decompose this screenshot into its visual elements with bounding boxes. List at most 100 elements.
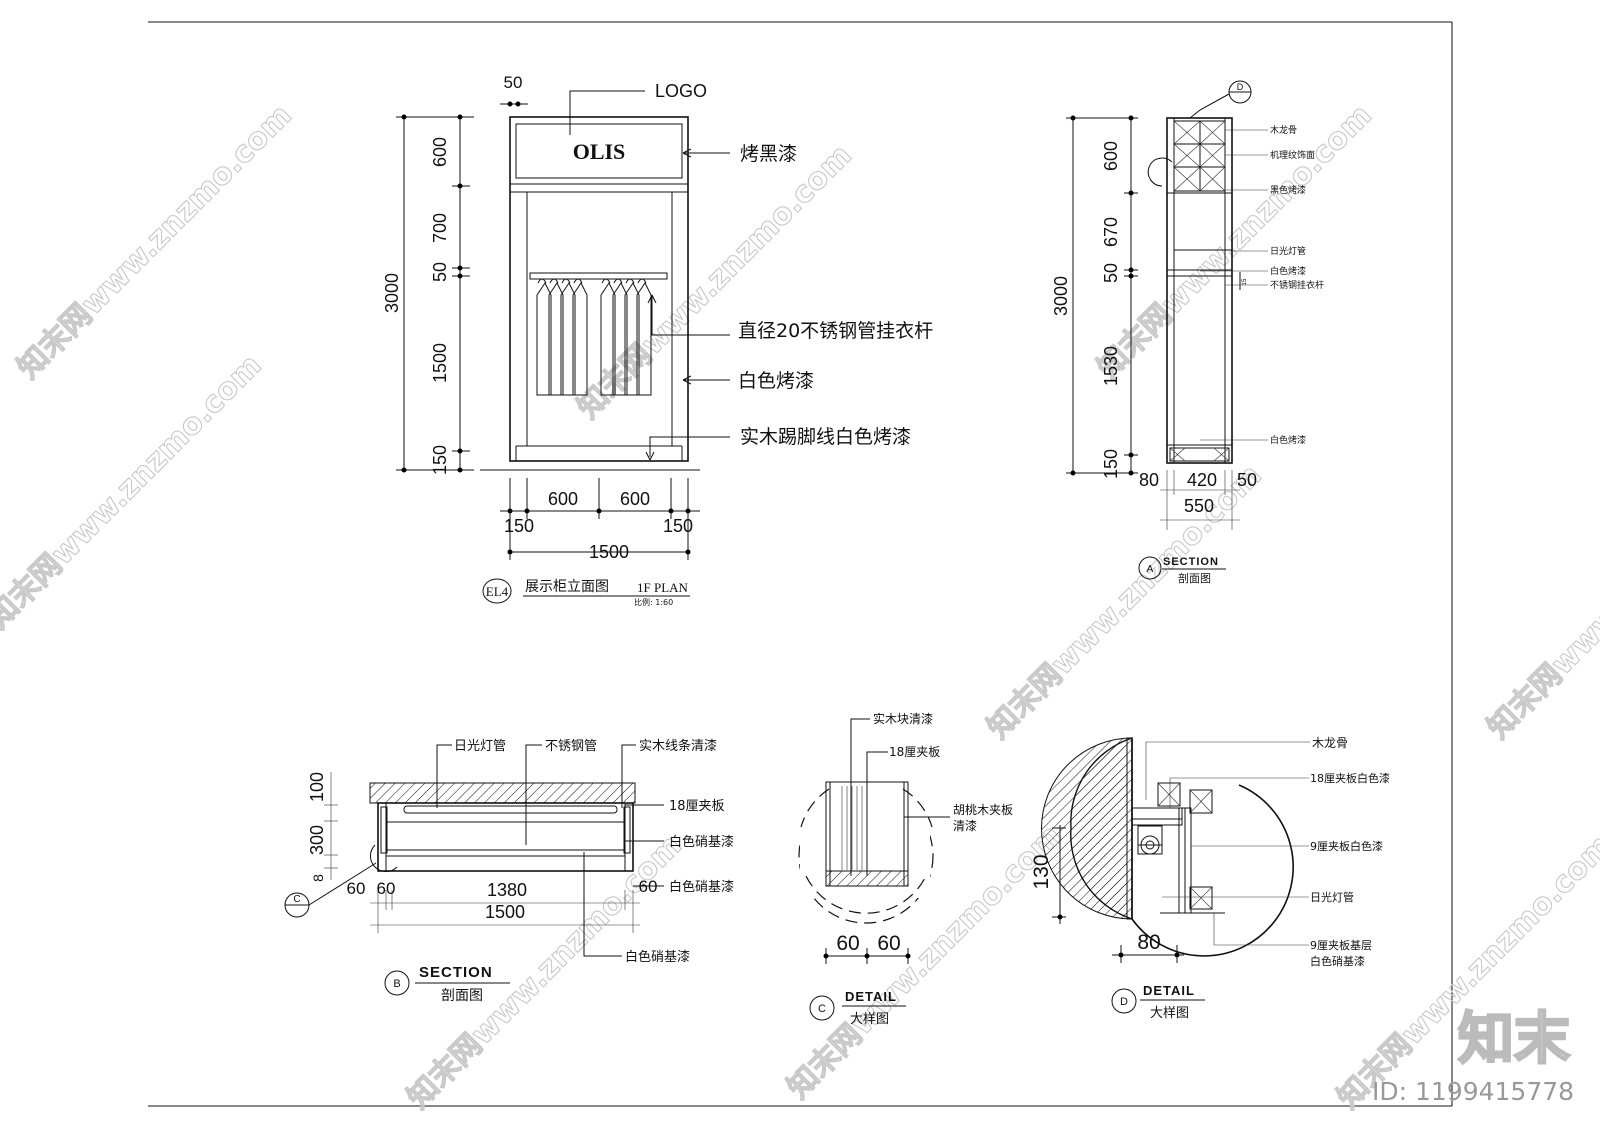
svg-text:C: C xyxy=(818,1003,826,1015)
svg-text:420: 420 xyxy=(1187,470,1217,490)
note-white-paint: 白色烤漆 xyxy=(738,370,814,392)
svg-text:知末网www.znzmo.com: 知末网www.znzmo.com xyxy=(1331,828,1600,1116)
detail-d-view: 木龙骨 18厘夹板白色漆 9厘夹板白色漆 日光灯管 9厘夹板基层 白色硝基漆 1… xyxy=(1030,736,1390,1021)
elevation-view: OLIS LOGO 50 3000 600 700 50 1500 xyxy=(382,73,933,607)
svg-text:15: 15 xyxy=(1242,278,1248,285)
note-skirting: 实木踢脚线白色烤漆 xyxy=(740,426,911,448)
ceiling-hatch xyxy=(369,782,636,804)
elevation-vertical-dims: 3000 600 700 50 1500 150 xyxy=(382,114,474,475)
svg-text:白色烤漆: 白色烤漆 xyxy=(1270,265,1306,277)
svg-text:实木线条清漆: 实木线条清漆 xyxy=(639,738,717,754)
svg-text:黑色烤漆: 黑色烤漆 xyxy=(1270,184,1306,196)
hanging-rod xyxy=(529,272,668,280)
svg-text:150: 150 xyxy=(504,516,534,536)
light-tube-icon xyxy=(1137,825,1163,855)
light-tube xyxy=(403,805,618,814)
svg-text:不锈钢挂衣杆: 不锈钢挂衣杆 xyxy=(1270,279,1324,291)
note-black-paint: 烤黑漆 xyxy=(740,143,797,165)
detail-c-title: C DETAIL 大样图 xyxy=(809,989,906,1027)
svg-text:9厘夹板基层: 9厘夹板基层 xyxy=(1310,938,1372,952)
svg-text:知末网www.znzmo.com: 知末网www.znzmo.com xyxy=(0,348,269,636)
section-a-title: A SECTION 剖面图 xyxy=(1138,556,1226,585)
detail-c-dims: 60 60 xyxy=(823,932,911,964)
svg-text:D: D xyxy=(1120,996,1128,1008)
svg-text:大样图: 大样图 xyxy=(850,1012,889,1027)
svg-text:50: 50 xyxy=(1101,263,1121,283)
svg-text:知末网www.znzmo.com: 知末网www.znzmo.com xyxy=(11,98,299,386)
svg-text:胡桃木夹板: 胡桃木夹板 xyxy=(953,802,1013,817)
svg-text:大样图: 大样图 xyxy=(1150,1006,1189,1021)
svg-text:1530: 1530 xyxy=(1101,346,1121,386)
detail-d-callouts: 木龙骨 18厘夹板白色漆 9厘夹板白色漆 日光灯管 9厘夹板基层 白色硝基漆 xyxy=(1145,736,1390,968)
svg-text:B: B xyxy=(393,978,400,990)
svg-text:60: 60 xyxy=(836,932,859,955)
svg-text:50: 50 xyxy=(1237,470,1257,490)
svg-text:1500: 1500 xyxy=(485,902,525,922)
garments-icon xyxy=(536,278,652,396)
svg-text:600: 600 xyxy=(1101,141,1121,171)
section-b-horizontal-dims: 60 60 1380 60 1500 xyxy=(347,877,657,933)
svg-text:比例: 1:60: 比例: 1:60 xyxy=(634,597,673,607)
section-a-detail-marker: D xyxy=(1237,82,1244,92)
timber-cross-icon xyxy=(1157,782,1213,910)
detail-c-callouts: 实木块清漆 18厘夹板 胡桃木夹板 清漆 xyxy=(850,711,1013,876)
svg-text:100: 100 xyxy=(307,772,327,802)
svg-text:木龙骨: 木龙骨 xyxy=(1270,124,1297,136)
svg-text:50: 50 xyxy=(430,262,450,282)
svg-text:1F PLAN: 1F PLAN xyxy=(637,580,689,595)
section-b-view: C 100 300 8 60 60 1380 60 1500 xyxy=(284,738,734,1004)
svg-text:1380: 1380 xyxy=(487,880,527,900)
svg-text:剖面图: 剖面图 xyxy=(1178,571,1211,585)
svg-text:木龙骨: 木龙骨 xyxy=(1312,736,1348,750)
svg-text:知末网www.znzmo.com: 知末网www.znzmo.com xyxy=(1091,98,1379,386)
svg-text:600: 600 xyxy=(548,489,578,509)
svg-text:18厘夹板: 18厘夹板 xyxy=(889,745,940,759)
svg-text:清漆: 清漆 xyxy=(953,819,977,833)
svg-text:DETAIL: DETAIL xyxy=(1143,983,1195,998)
section-a-view: D 3000 600 670 50 1530 150 15 xyxy=(1051,80,1324,585)
svg-text:日光灯管: 日光灯管 xyxy=(1310,890,1354,904)
section-b-title: B SECTION 剖面图 xyxy=(384,964,510,1004)
view-title: 展示柜立面图 xyxy=(525,579,609,595)
svg-text:80: 80 xyxy=(1137,931,1160,954)
view-tag: EL4 xyxy=(486,584,509,599)
svg-text:1500: 1500 xyxy=(589,542,629,562)
svg-text:不锈钢管: 不锈钢管 xyxy=(545,739,597,754)
svg-text:150: 150 xyxy=(663,516,693,536)
svg-text:60: 60 xyxy=(377,879,396,898)
svg-text:150: 150 xyxy=(1101,449,1121,479)
svg-text:18厘夹板: 18厘夹板 xyxy=(669,799,725,814)
elevation-horizontal-dims: 600 600 150 150 1500 xyxy=(500,478,700,562)
svg-text:日光灯管: 日光灯管 xyxy=(1270,245,1306,257)
svg-text:18厘夹板白色漆: 18厘夹板白色漆 xyxy=(1310,771,1390,785)
section-a-body xyxy=(1166,117,1233,464)
section-b-callouts: 日光灯管 不锈钢管 实木线条清漆 18厘夹板 白色硝基漆 白色硝基漆 白色硝基漆 xyxy=(436,738,734,965)
svg-text:机理纹饰面: 机理纹饰面 xyxy=(1270,149,1315,161)
svg-text:白色硝基漆: 白色硝基漆 xyxy=(625,949,690,965)
svg-text:550: 550 xyxy=(1184,496,1214,516)
svg-text:白色硝基漆: 白色硝基漆 xyxy=(669,834,734,850)
svg-text:80: 80 xyxy=(1139,470,1159,490)
wood-grain-icon xyxy=(841,786,863,870)
svg-text:知末网www.znzmo.com: 知末网www.znzmo.com xyxy=(571,138,859,426)
logo-label: LOGO xyxy=(655,81,707,101)
svg-text:知末网www.znzmo.com: 知末网www.znzmo.com xyxy=(981,458,1269,746)
svg-text:300: 300 xyxy=(307,825,327,855)
section-a-callouts: 木龙骨 机理纹饰面 黑色烤漆 日光灯管 白色烤漆 不锈钢挂衣杆 白色烤漆 xyxy=(1200,124,1324,446)
detail-d-dims: 130 80 xyxy=(1030,825,1184,963)
section-a-horizontal-dims: 80 420 50 550 xyxy=(1139,470,1257,530)
section-b-detail-marker: C xyxy=(293,894,300,905)
elevation-title: EL4 展示柜立面图 1F PLAN 比例: 1:60 xyxy=(482,578,690,607)
svg-text:知末网www.znzmo.com: 知末网www.znzmo.com xyxy=(1481,458,1600,746)
svg-text:3000: 3000 xyxy=(1051,276,1071,316)
svg-text:8: 8 xyxy=(310,874,326,882)
svg-text:日光灯管: 日光灯管 xyxy=(454,739,506,754)
svg-text:SECTION: SECTION xyxy=(419,964,493,981)
logo-panel xyxy=(515,123,683,179)
note-hanging-rod: 直径20不锈钢管挂衣杆 xyxy=(738,320,933,342)
svg-text:DETAIL: DETAIL xyxy=(845,989,897,1004)
svg-text:9厘夹板白色漆: 9厘夹板白色漆 xyxy=(1310,839,1383,853)
detail-c-view: 实木块清漆 18厘夹板 胡桃木夹板 清漆 60 60 C DETAIL 大样图 xyxy=(798,711,1013,1027)
svg-text:600: 600 xyxy=(620,489,650,509)
logo-text: OLIS xyxy=(573,139,626,164)
